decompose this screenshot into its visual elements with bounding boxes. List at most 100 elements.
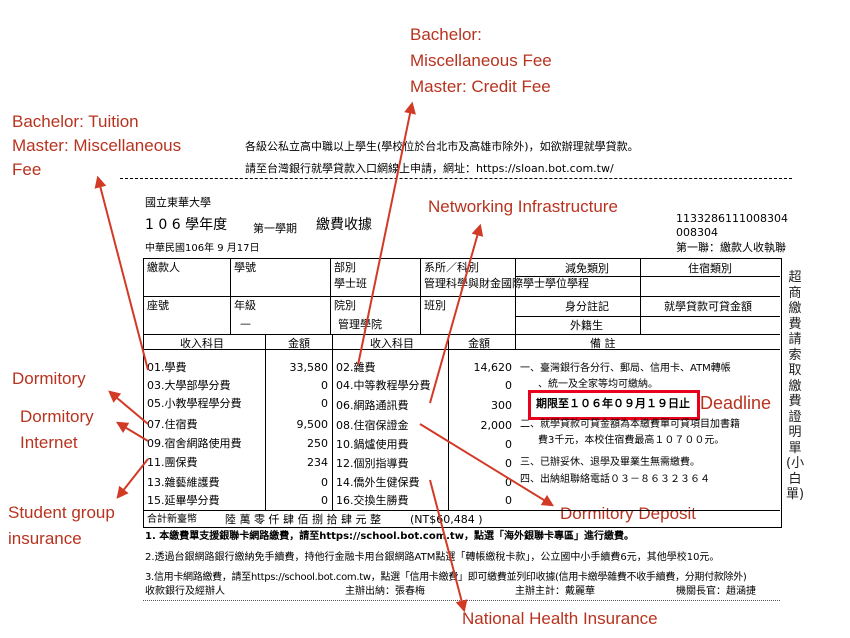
header-amount: 金額 (288, 337, 310, 350)
grid-line (265, 334, 266, 510)
fee-amount: 0 (321, 379, 328, 392)
footer-bank-label: 收款銀行及經辦人 (145, 586, 225, 597)
notice-line-1: 各級公私立高中職以上學生(學校位於台北市及高雄市除外)，如欲辦理就學貸款。 (245, 140, 639, 153)
fee-item: 16.交換生勝費 (336, 494, 409, 507)
grid-line (332, 334, 333, 510)
fee-item: 04.中等教程學分費 (336, 379, 431, 392)
grid-line (143, 296, 780, 297)
university-name: 國立東華大學 (145, 196, 211, 209)
label-dept-type: 部別 (334, 261, 356, 274)
remark-2a: 二、就學貸款可貸金額為本繳費單可貸項目加書籍 (520, 419, 740, 430)
fee-item: 07.住宿費 (147, 418, 198, 431)
fee-amount: 0 (505, 457, 512, 470)
notice-cut-line (120, 178, 792, 179)
payment-code-1: 1133286111008304 (676, 212, 788, 225)
label-reduction-type: 減免類別 (565, 262, 609, 275)
deadline-highlight (528, 390, 700, 420)
grid-line (143, 510, 780, 511)
arrow-networking (429, 223, 484, 404)
fee-amount: 250 (307, 437, 328, 450)
grid-line (515, 258, 516, 350)
fee-amount: 300 (491, 399, 512, 412)
fee-amount: 0 (321, 494, 328, 507)
header-remarks: 備 註 (590, 337, 616, 350)
fee-amount: 0 (505, 379, 512, 392)
annotation-bachelor-tuition: Bachelor: Tuition Master: Miscellaneous … (12, 112, 182, 179)
annotation-dormitory-deposit: Dormitory Deposit (560, 504, 697, 523)
arrow-misc (357, 101, 416, 366)
fee-amount: 0 (505, 494, 512, 507)
total-label: 合計新臺幣 (147, 514, 197, 525)
header-item: 收入科目 (180, 337, 224, 350)
arrow-tuition (94, 175, 149, 371)
remark-2b: 費3千元，本校住宿費最高１０７００元。 (538, 435, 725, 446)
footer-accounting: 主辦主計：戴麗華 (515, 586, 595, 597)
arrow-student-group (116, 458, 149, 499)
arrow-nhi (429, 479, 468, 613)
grid-line (515, 316, 780, 317)
grid-line (230, 258, 231, 334)
annotation-student-group: Student group insurance (8, 503, 115, 548)
fee-item: 02.雜費 (336, 361, 376, 374)
remark-1a: 一、臺灣銀行各分行、郵局、信用卡、ATM轉帳 (520, 363, 731, 374)
fee-amount: 234 (307, 456, 328, 469)
fee-item: 13.雜藝維護費 (147, 476, 220, 489)
label-student-no: 學號 (234, 261, 256, 274)
grid-line (448, 334, 449, 510)
remark-4: 四、出納組聯絡電話０３－８６３２３６４ (520, 474, 710, 485)
fee-amount: 14,620 (473, 361, 513, 374)
footer-agency: 機關長官：趙涵捷 (676, 586, 756, 597)
receipt-date: 中華民國106年 9 月17日 (145, 243, 260, 254)
fee-amount: 2,000 (480, 419, 513, 432)
label-loan-amount: 就學貸款可貸金額 (664, 300, 752, 313)
fee-item: 01.學費 (147, 361, 187, 374)
annotation-dormitory: Dormitory (12, 369, 86, 388)
value-college: 管理學院 (338, 318, 382, 331)
total-number: (NT$60,484 ) (410, 513, 483, 526)
fee-amount: 0 (505, 438, 512, 451)
label-department: 系所／科別 (424, 261, 479, 274)
notice-line-2: 請至台灣銀行就學貸款入口網線上申請，網址：https://sloan.bot.c… (245, 162, 614, 175)
side-vertical-note: 超商繳費請索取繳費證明單(小白單) (786, 270, 805, 502)
annotation-deadline: Deadline (700, 393, 772, 413)
remark-1b: 、統一及全家等均可繳納。 (538, 379, 658, 390)
grid-line (420, 258, 421, 334)
annotation-nhi: National Health Insurance (462, 609, 658, 628)
grid-line (640, 258, 641, 334)
grid-line (330, 258, 331, 334)
fee-item: 08.住宿保證金 (336, 419, 409, 432)
receipt-title: 繳費收據 (316, 217, 372, 233)
copy-label: 第一聯：繳款人收執聯 (676, 241, 786, 254)
annotation-dormitory-internet: Dormitory Internet (20, 407, 94, 452)
fee-amount: 33,580 (289, 361, 329, 374)
annotation-bachelor-misc: Bachelor: Miscellaneous Fee Master: Cred… (410, 25, 552, 96)
fee-item: 12.個別指導費 (336, 457, 409, 470)
footer-line-2: 2.透過台銀網路銀行繳納免手續費，持他行金融卡用台銀網路ATM點選「轉帳繳稅卡款… (145, 552, 720, 563)
fee-item: 09.宿舍網路使用費 (147, 437, 242, 450)
fee-item: 15.延畢學分費 (147, 494, 220, 507)
label-class: 班別 (424, 299, 446, 312)
fee-item: 14.僑外生健保費 (336, 476, 420, 489)
footer-cashier: 主辦出納：張春梅 (345, 586, 425, 597)
value-identity: 外籍生 (570, 319, 603, 332)
footer-line-1: 1. 本繳費單支援銀聯卡網路繳費，請至https://school.bot.co… (145, 531, 634, 542)
academic-year: 1 0 6 學年度 (145, 217, 228, 233)
payment-code-2: 008304 (676, 226, 718, 239)
header-item-2: 收入科目 (370, 337, 414, 350)
grid-line (143, 349, 780, 350)
fee-amount: 0 (505, 476, 512, 489)
fee-amount: 0 (321, 397, 328, 410)
arrow-dormitory (108, 390, 149, 425)
label-dorm-type: 住宿類別 (688, 262, 732, 275)
value-grade: — (240, 317, 251, 330)
fee-item: 11.團保費 (147, 456, 198, 469)
label-payer: 繳款人 (147, 261, 180, 274)
label-identity-note: 身分註記 (565, 300, 609, 313)
remark-3: 三、已辦妥休、退學及畢業生無需繳費。 (520, 457, 700, 468)
receipt-frame (143, 258, 782, 528)
label-grade: 年級 (234, 299, 256, 312)
fee-item: 10.鍋爐使用費 (336, 438, 409, 451)
fee-amount: 0 (321, 476, 328, 489)
total-words: 陸 萬 零 仟 肆 佰 捌 拾 肆 元 整 (225, 513, 381, 526)
